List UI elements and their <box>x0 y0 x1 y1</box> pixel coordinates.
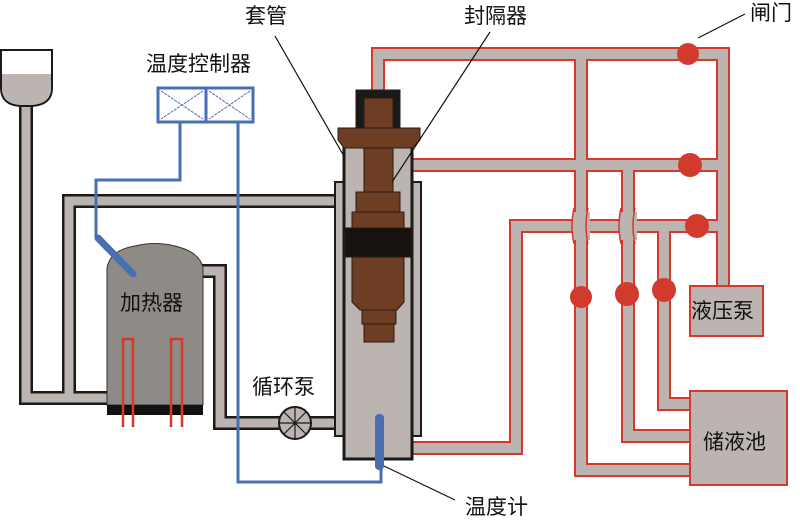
thermometer-probe <box>375 414 384 470</box>
valve-icon[interactable] <box>677 43 699 65</box>
heater <box>106 243 204 427</box>
reservoir-box <box>689 390 788 486</box>
label-casing: 套管 <box>245 4 287 28</box>
control-wires <box>94 122 383 484</box>
label-hydraulic-pump: 液压泵 <box>691 299 754 323</box>
leader-lines <box>274 13 746 501</box>
label-reservoir: 储液池 <box>703 430 766 454</box>
pipe-crossover <box>571 207 637 245</box>
label-gate-valve: 闸门 <box>750 1 792 25</box>
valve-icon[interactable] <box>615 282 639 306</box>
gate-valves <box>570 43 709 308</box>
valve-icon[interactable] <box>678 153 702 177</box>
valve-icon[interactable] <box>685 214 709 238</box>
label-thermometer: 温度计 <box>465 495 528 519</box>
label-packer: 封隔器 <box>464 4 527 28</box>
packer <box>337 89 421 343</box>
label-circulation-pump: 循环泵 <box>252 375 315 399</box>
heating-rods <box>121 337 184 427</box>
valve-icon[interactable] <box>570 286 592 308</box>
label-heater: 加热器 <box>120 291 183 315</box>
hydraulic-pump-box <box>689 285 764 337</box>
label-temperature-controller: 温度控制器 <box>146 52 251 76</box>
temperature-controller-icon <box>156 86 255 124</box>
funnel <box>0 49 53 107</box>
circulation-pump-icon <box>278 406 312 440</box>
cold-pipes <box>19 100 340 430</box>
hot-pipes <box>371 47 730 477</box>
heater-sensor-probe <box>94 234 137 278</box>
valve-icon[interactable] <box>652 278 676 302</box>
